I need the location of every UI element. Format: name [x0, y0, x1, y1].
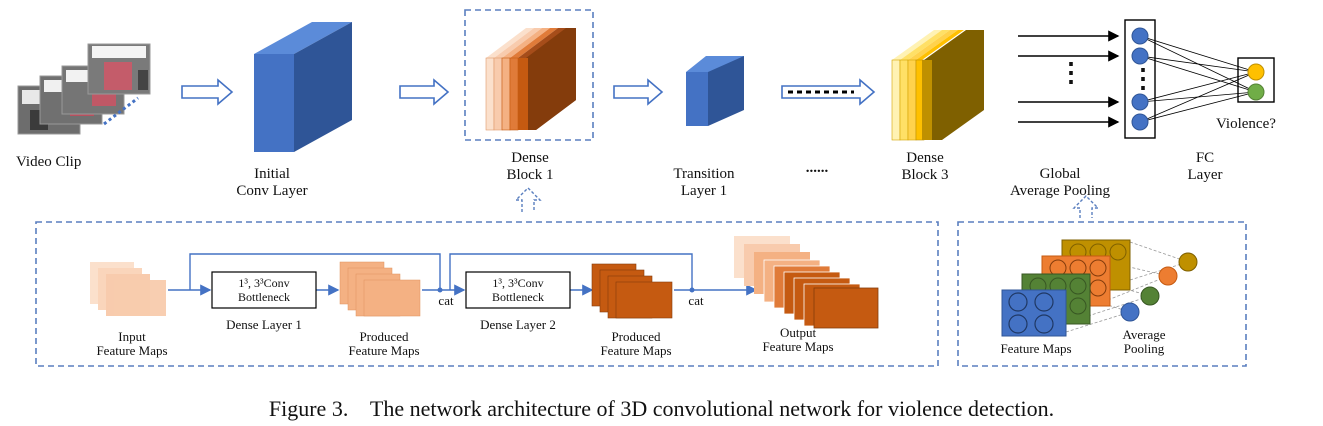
- produced-feature-maps-2: [591, 263, 673, 319]
- bottleneck-2-text-line1: 1³, 3³Conv: [492, 276, 544, 290]
- hollow-arrow-4: [781, 78, 876, 106]
- output-maps-label-line2: Feature Maps: [762, 339, 834, 354]
- produced-2-label-line1: Produced: [611, 329, 661, 344]
- fc-layer-label-line1: FC: [1195, 150, 1215, 166]
- initial-conv-label-line1: Initial: [254, 166, 290, 182]
- figure-caption: Figure 3. The network architecture of 3D…: [268, 396, 1055, 421]
- average-pooling-label-line1: Average: [1122, 327, 1166, 342]
- vertical-dots-fc: ⋮: [1130, 64, 1156, 93]
- cat-label-2: cat: [688, 293, 704, 308]
- dense-block-3: [891, 30, 984, 141]
- cat-node-2: [689, 287, 695, 293]
- input-maps-label-line1: Input: [118, 329, 146, 344]
- output-maps-label-line1: Output: [779, 325, 817, 340]
- transition-layer-label: Transition Layer 1: [644, 166, 764, 200]
- hollow-arrow-3: [613, 78, 664, 106]
- bottleneck-1-text-line1: 1³, 3³Conv: [238, 276, 290, 290]
- bottleneck-2-text-line2: Bottleneck: [492, 290, 544, 304]
- bottleneck-box-1: [211, 271, 317, 309]
- input-maps-label: Input Feature Maps: [82, 330, 182, 358]
- output-maps-label: Output Feature Maps: [746, 326, 850, 354]
- produced-feature-maps-1: [339, 261, 421, 317]
- bottleneck-box-2: [465, 271, 571, 309]
- initial-conv-label-line2: Conv Layer: [236, 183, 308, 199]
- video-clip-label: Video Clip: [16, 154, 82, 170]
- initial-conv-cube: [254, 22, 352, 152]
- pooling-arrows: [1018, 30, 1120, 128]
- dense-block-3-label-line2: Block 3: [901, 167, 949, 183]
- bottleneck-1-text-line2: Bottleneck: [238, 290, 290, 304]
- dense-block-1-label-line2: Block 1: [506, 167, 554, 183]
- global-pool-label: Global Average Pooling: [990, 166, 1130, 200]
- input-feature-maps: [90, 262, 166, 316]
- global-pool-label-line2: Average Pooling: [1009, 183, 1111, 199]
- dense-detail-box: [35, 221, 939, 367]
- dense-layer-1-label: Dense Layer 1: [226, 317, 302, 332]
- video-clip-frames: [17, 43, 151, 135]
- pool-detail-box: [957, 221, 1247, 367]
- bottleneck-2-text: 1³, 3³Conv Bottleneck: [466, 276, 570, 304]
- cat-node-1: [437, 287, 443, 293]
- vertical-dots-pool: ⋮: [1058, 58, 1084, 87]
- fc-layer-label: FC Layer: [1170, 150, 1240, 184]
- fc-layer: [1124, 19, 1275, 139]
- produced-2-label-line2: Feature Maps: [600, 343, 672, 358]
- transition-layer-label-line2: Layer 1: [680, 183, 728, 199]
- dashed-up-arrow-dense: [514, 187, 542, 212]
- cat-label-1: cat: [438, 293, 454, 308]
- average-pooling-label-line2: Pooling: [1123, 341, 1165, 356]
- output-feature-maps: [734, 236, 879, 329]
- bottleneck-1-text: 1³, 3³Conv Bottleneck: [212, 276, 316, 304]
- produced-1-label-line1: Produced: [359, 329, 409, 344]
- dense-layer-2-label: Dense Layer 2: [480, 317, 556, 332]
- input-maps-label-line2: Feature Maps: [96, 343, 168, 358]
- hollow-arrow-1: [181, 78, 234, 106]
- dense-block-1-label-line1: Dense: [511, 150, 549, 166]
- transition-layer-cube: [686, 56, 744, 126]
- dense-block-3-label-line1: Dense: [906, 150, 944, 166]
- fc-layer-label-line2: Layer: [1187, 167, 1223, 183]
- pooled-values: [1120, 252, 1198, 322]
- dense-flow-lines: [168, 253, 758, 296]
- dashed-up-arrow-pool: [1072, 195, 1100, 218]
- produced-1-label: Produced Feature Maps: [334, 330, 434, 358]
- dense-block-1: [464, 9, 594, 141]
- transition-layer-label-line1: Transition: [673, 166, 735, 182]
- initial-conv-label: Initial Conv Layer: [212, 166, 332, 200]
- ellipsis-label: ......: [805, 160, 829, 176]
- produced-1-label-line2: Feature Maps: [348, 343, 420, 358]
- produced-2-label: Produced Feature Maps: [584, 330, 688, 358]
- dense-block-1-label: Dense Block 1: [470, 150, 590, 184]
- hollow-arrow-2: [399, 78, 450, 106]
- global-pool-label-line1: Global: [1039, 166, 1081, 182]
- pool-feature-maps: [1001, 239, 1189, 337]
- violence-label: Violence?: [1216, 116, 1276, 132]
- average-pooling-label: Average Pooling: [1104, 328, 1184, 356]
- pool-feature-maps-label: Feature Maps: [1000, 341, 1072, 356]
- dense-block-3-label: Dense Block 3: [870, 150, 980, 184]
